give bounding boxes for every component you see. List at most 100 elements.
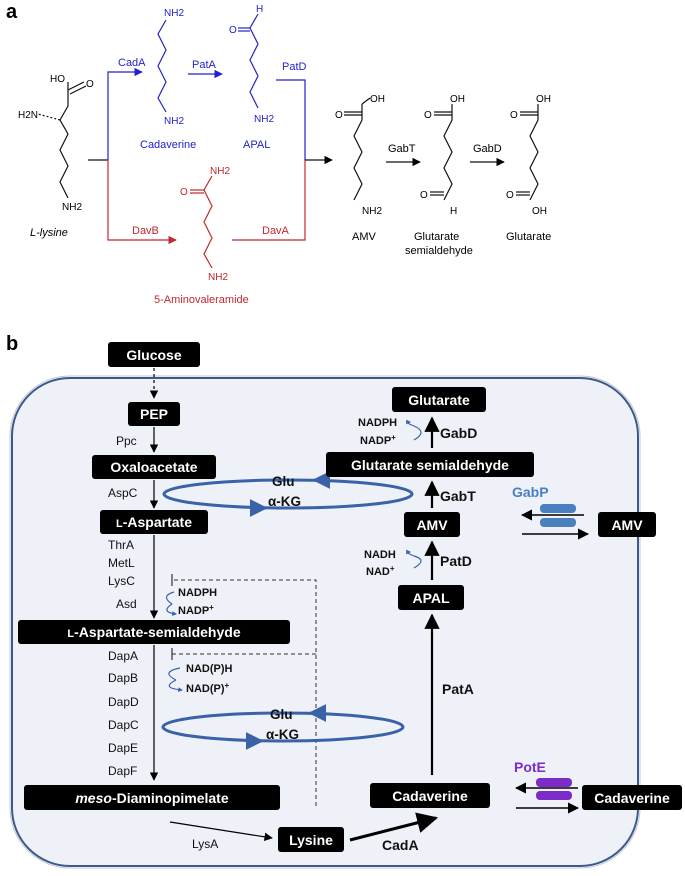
enzyme-dapa: DapA xyxy=(108,649,138,663)
amide-nh2-bot: NH2 xyxy=(208,272,228,283)
bottom-branch-arrow xyxy=(107,160,177,245)
enzyme-gabd-b: GabD xyxy=(440,425,477,441)
gabp-subunit-top xyxy=(540,504,576,513)
lysine-structure xyxy=(37,81,87,199)
lysine-o: O xyxy=(86,79,94,90)
enzyme-dava-a: DavA xyxy=(262,225,290,237)
enzyme-dapb: DapB xyxy=(108,671,138,685)
box-asa-label: L-Aspartate-semialdehyde xyxy=(67,624,240,640)
box-glutarate-label: Glutarate xyxy=(408,392,470,408)
cad-nh2-bot: NH2 xyxy=(164,116,184,127)
transamination-cycle-2 xyxy=(161,711,405,743)
box-glutarate xyxy=(392,387,486,412)
enzyme-asd: Asd xyxy=(116,597,137,611)
glu-oh-top: OH xyxy=(536,94,551,105)
box-apal-label: APAL xyxy=(412,590,450,606)
gabd-cofactor-arrow xyxy=(406,419,415,427)
amv-label-a: AMV xyxy=(352,231,377,243)
enzyme-patd-a: PatD xyxy=(282,61,307,73)
box-oxaloacetate-label: Oxaloacetate xyxy=(110,459,197,475)
gabp-subunit-bottom xyxy=(540,518,576,527)
box-apal xyxy=(398,585,464,610)
pote-subunit-top xyxy=(536,778,572,787)
box-pep xyxy=(128,402,180,426)
dava-line-a xyxy=(232,160,306,241)
enzyme-metl: MetL xyxy=(108,556,135,570)
glutarate-label-a: Glutarate xyxy=(506,231,551,243)
dapb-cofactor-arrow xyxy=(168,679,183,693)
box-pep-label: PEP xyxy=(140,406,168,422)
patd-line-a xyxy=(276,79,306,160)
enzyme-thra: ThrA xyxy=(108,538,134,552)
box-aspartate xyxy=(100,510,208,534)
box-oxaloacetate xyxy=(92,455,216,479)
aminovaleramide-structure xyxy=(190,175,213,269)
akg-1: α-KG xyxy=(268,494,301,509)
gabp-label: GabP xyxy=(512,484,549,500)
enzyme-lysc: LysC xyxy=(108,574,135,588)
patd-cofactor-curve xyxy=(413,555,422,569)
glut-semi-label-1: Glutarate xyxy=(414,231,459,243)
enzyme-gabd-a: GabD xyxy=(473,143,502,155)
box-glucose xyxy=(108,342,200,367)
cof-nad: NAD+ xyxy=(366,564,395,578)
glut-semi-structure xyxy=(430,104,453,201)
glutarate-structure xyxy=(516,104,539,201)
glu-o-top: O xyxy=(510,110,518,121)
enzyme-patd-b: PatD xyxy=(440,553,472,569)
enzyme-pata-a: PatA xyxy=(192,59,217,71)
enzyme-cada-a: CadA xyxy=(118,57,146,69)
amv-structure xyxy=(344,97,371,201)
box-lysine-label: Lysine xyxy=(289,832,333,848)
transamination-cycle-1 xyxy=(162,478,414,510)
cadaverine-label: Cadaverine xyxy=(140,139,196,151)
enzyme-dapd: DapD xyxy=(108,695,139,709)
box-cadaverine-extracellular xyxy=(582,785,682,810)
cof-nadph-asd: NADPH xyxy=(178,587,217,599)
box-amv-label: AMV xyxy=(416,517,448,533)
gabd-cofactor-curve xyxy=(413,425,422,441)
apal-structure xyxy=(238,13,259,109)
box-glut-semi xyxy=(326,452,534,477)
enzyme-pata-b: PatA xyxy=(442,681,474,697)
amide-o: O xyxy=(180,187,188,198)
amv-o: O xyxy=(335,110,343,121)
box-amv xyxy=(404,512,460,537)
amide-nh2: NH2 xyxy=(210,166,230,177)
box-asa xyxy=(18,620,290,644)
enzyme-dapc: DapC xyxy=(108,718,139,732)
glu-2: Glu xyxy=(270,707,293,722)
box-cadaverine-label: Cadaverine xyxy=(392,788,468,804)
box-amv-extracellular-label: AMV xyxy=(611,517,643,533)
cell-membrane-outer xyxy=(9,375,641,869)
box-cadaverine-extracellular-label: Cadaverine xyxy=(594,790,670,806)
panel-b-label: b xyxy=(6,333,18,355)
enzyme-davb-a: DavB xyxy=(132,225,159,237)
cell-membrane xyxy=(11,377,639,867)
enzyme-ppc: Ppc xyxy=(116,434,137,448)
box-cadaverine xyxy=(370,783,490,808)
top-branch-arrow xyxy=(107,67,143,160)
cadaverine-structure xyxy=(157,19,167,113)
lysine-oh: HO xyxy=(50,74,65,85)
gs-oh: OH xyxy=(450,94,465,105)
dapb-cofactor-curve xyxy=(168,667,181,681)
apal-o: O xyxy=(229,25,237,36)
enzyme-gabt-b: GabT xyxy=(440,488,476,504)
patd-cofactor-arrow xyxy=(406,549,415,557)
asd-cofactor-arrow xyxy=(166,603,177,616)
aminovaleramide-label: 5-Aminovaleramide xyxy=(154,294,249,306)
cof-nadph-gabd: NADPH xyxy=(358,417,397,429)
pote-subunit-bottom xyxy=(536,791,572,800)
cof-nadph-dapb: NAD(P)H xyxy=(186,663,232,675)
lysine-label: L-lysine xyxy=(30,227,68,239)
dap-lysine-arrow xyxy=(169,821,273,841)
glut-semi-label-2: semialdehyde xyxy=(405,245,473,257)
cof-nadp-asd: NADP+ xyxy=(178,603,214,617)
enzyme-dapf: DapF xyxy=(108,764,137,778)
gs-h: H xyxy=(450,206,457,217)
lysine-h2n: H2N xyxy=(18,110,38,121)
akg-2: α-KG xyxy=(266,727,299,742)
amv-oh: OH xyxy=(370,94,385,105)
